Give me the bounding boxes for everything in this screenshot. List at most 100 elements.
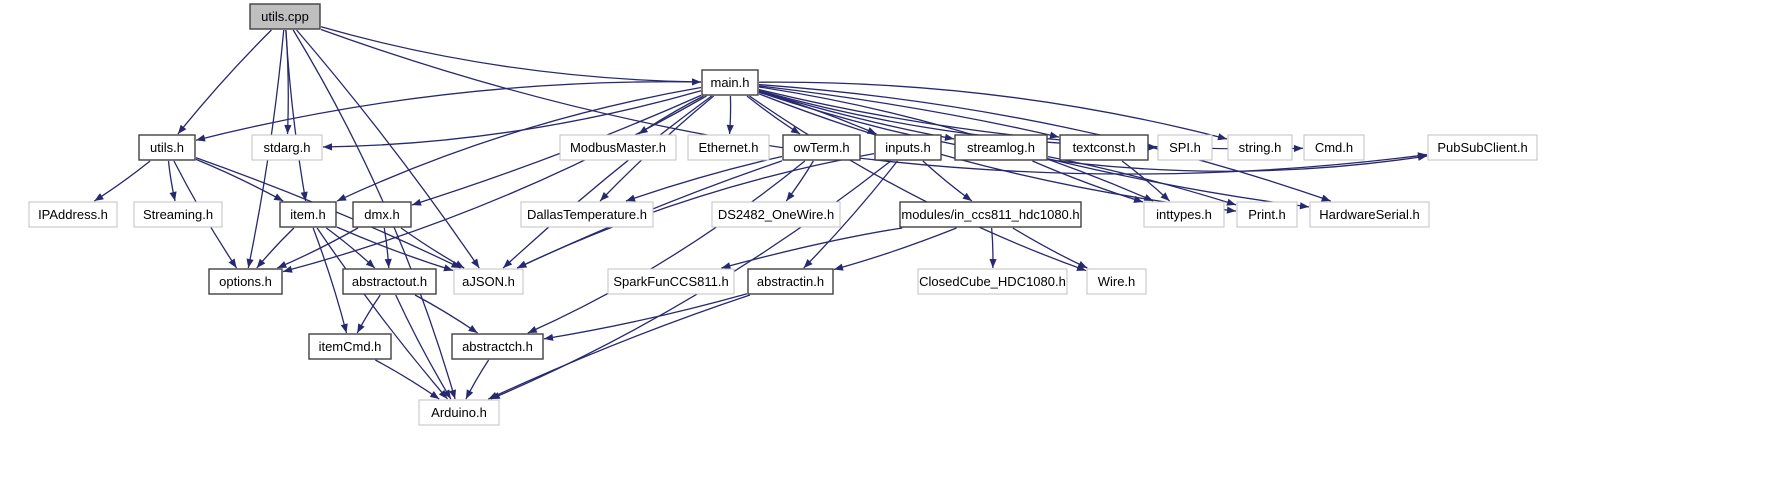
graph-node-streaming-h[interactable]: Streaming.h [133, 201, 223, 228]
graph-node-ds2482-h[interactable]: DS2482_OneWire.h [711, 201, 841, 228]
graph-node-dallastemp-h[interactable]: DallasTemperature.h [520, 201, 654, 228]
node-box[interactable] [701, 69, 759, 96]
dependency-edge [326, 227, 376, 269]
node-box[interactable] [520, 201, 654, 228]
node-label: Streaming.h [143, 207, 213, 222]
node-label: item.h [290, 207, 325, 222]
graph-node-sparkfunccs811-h[interactable]: SparkFunCCS811.h [607, 268, 735, 295]
node-box[interactable] [782, 134, 861, 161]
node-box[interactable] [451, 333, 544, 360]
node-label: SparkFunCCS811.h [613, 274, 728, 289]
graph-node-item-h[interactable]: item.h [279, 201, 337, 228]
graph-node-utils-h[interactable]: utils.h [138, 134, 196, 161]
node-box[interactable] [747, 268, 834, 295]
node-box[interactable] [342, 268, 437, 295]
edge-arrowhead [277, 261, 288, 268]
node-box[interactable] [1157, 134, 1213, 161]
graph-node-dmx-h[interactable]: dmx.h [352, 201, 412, 228]
graph-node-wire-h[interactable]: Wire.h [1086, 268, 1147, 295]
node-label: utils.h [150, 140, 184, 155]
node-box[interactable] [352, 201, 412, 228]
graph-node-stdarg-h[interactable]: stdarg.h [251, 134, 323, 161]
graph-node-closedcube-h[interactable]: ClosedCube_HDC1080.h [917, 268, 1068, 295]
graph-node-arduino-h[interactable]: Arduino.h [418, 399, 500, 426]
graph-node-owterm-h[interactable]: owTerm.h [782, 134, 861, 161]
edge-arrowhead [1160, 192, 1170, 201]
edge-arrowhead [626, 194, 636, 202]
node-box[interactable] [1303, 134, 1365, 161]
graph-node-spi-h[interactable]: SPI.h [1157, 134, 1213, 161]
graph-node-utils-cpp[interactable]: utils.cpp [249, 3, 321, 30]
node-box[interactable] [308, 333, 392, 360]
node-box[interactable] [1227, 134, 1293, 161]
graph-node-options-h[interactable]: options.h [208, 268, 283, 295]
graph-node-abstractch-h[interactable]: abstractch.h [451, 333, 544, 360]
node-box[interactable] [917, 268, 1068, 295]
graph-node-ethernet-h[interactable]: Ethernet.h [687, 134, 770, 161]
graph-node-string-h[interactable]: string.h [1227, 134, 1293, 161]
node-box[interactable] [1427, 134, 1538, 161]
node-label: inttypes.h [1156, 207, 1212, 222]
graph-node-cmd-h[interactable]: Cmd.h [1303, 134, 1365, 161]
graph-node-in-ccs811-h[interactable]: modules/in_ccs811_hdc1080.h [899, 201, 1082, 228]
node-box[interactable] [28, 201, 118, 228]
node-box[interactable] [899, 201, 1082, 228]
edge-arrowhead [1133, 195, 1143, 203]
graph-node-hardwareserial-h[interactable]: HardwareSerial.h [1309, 201, 1430, 228]
dependency-edge [758, 85, 1060, 138]
node-box[interactable] [711, 201, 841, 228]
edge-arrowhead [384, 258, 392, 268]
dependency-edge [490, 160, 892, 400]
edge-arrowhead [1077, 260, 1088, 268]
graph-node-inputs-h[interactable]: inputs.h [874, 134, 942, 161]
node-box[interactable] [279, 201, 337, 228]
graph-node-ajson-h[interactable]: aJSON.h [453, 268, 524, 295]
graph-node-itemcmd-h[interactable]: itemCmd.h [308, 333, 392, 360]
node-box[interactable] [1059, 134, 1149, 161]
dependency-edge [488, 294, 751, 400]
graph-node-pubsubclient-h[interactable]: PubSubClient.h [1427, 134, 1538, 161]
graph-node-textconst-h[interactable]: textconst.h [1059, 134, 1149, 161]
node-box[interactable] [251, 134, 323, 161]
graph-node-ipaddress-h[interactable]: IPAddress.h [28, 201, 118, 228]
edge-arrowhead [1226, 206, 1236, 214]
node-label: Arduino.h [431, 405, 487, 420]
node-box[interactable] [874, 134, 942, 161]
node-box[interactable] [559, 134, 677, 161]
dependency-edge [400, 227, 465, 269]
edge-arrowhead [786, 191, 795, 201]
node-box[interactable] [1236, 201, 1298, 228]
node-box[interactable] [1143, 201, 1225, 228]
node-box[interactable] [954, 134, 1048, 161]
graph-node-inttypes-h[interactable]: inttypes.h [1143, 201, 1225, 228]
graph-node-abstractout-h[interactable]: abstractout.h [342, 268, 437, 295]
node-box[interactable] [453, 268, 524, 295]
dependency-edge [625, 155, 783, 202]
graph-node-print-h[interactable]: Print.h [1236, 201, 1298, 228]
node-box[interactable] [1086, 268, 1147, 295]
graph-node-streamlog-h[interactable]: streamlog.h [954, 134, 1048, 161]
node-label: modules/in_ccs811_hdc1080.h [901, 207, 1079, 222]
node-box[interactable] [687, 134, 770, 161]
edge-arrowhead [357, 323, 365, 333]
dependency-edge [414, 294, 478, 334]
node-label: itemCmd.h [319, 339, 382, 354]
graph-node-main-h[interactable]: main.h [701, 69, 759, 96]
node-box[interactable] [138, 134, 196, 161]
node-box[interactable] [607, 268, 735, 295]
node-box[interactable] [249, 3, 321, 30]
graph-node-abstractin-h[interactable]: abstractin.h [747, 268, 834, 295]
dependency-edge [312, 227, 348, 334]
edge-arrowhead [340, 323, 348, 333]
edge-arrowhead [527, 326, 538, 333]
node-box[interactable] [133, 201, 223, 228]
edge-arrowhead [834, 263, 844, 271]
edge-arrowhead [803, 259, 813, 268]
dependency-edge [1012, 227, 1088, 269]
node-box[interactable] [208, 268, 283, 295]
node-box[interactable] [418, 399, 500, 426]
graph-node-modbusmaster-h[interactable]: ModbusMaster.h [559, 134, 677, 161]
node-label: ClosedCube_HDC1080.h [919, 274, 1066, 289]
node-box[interactable] [1309, 201, 1430, 228]
